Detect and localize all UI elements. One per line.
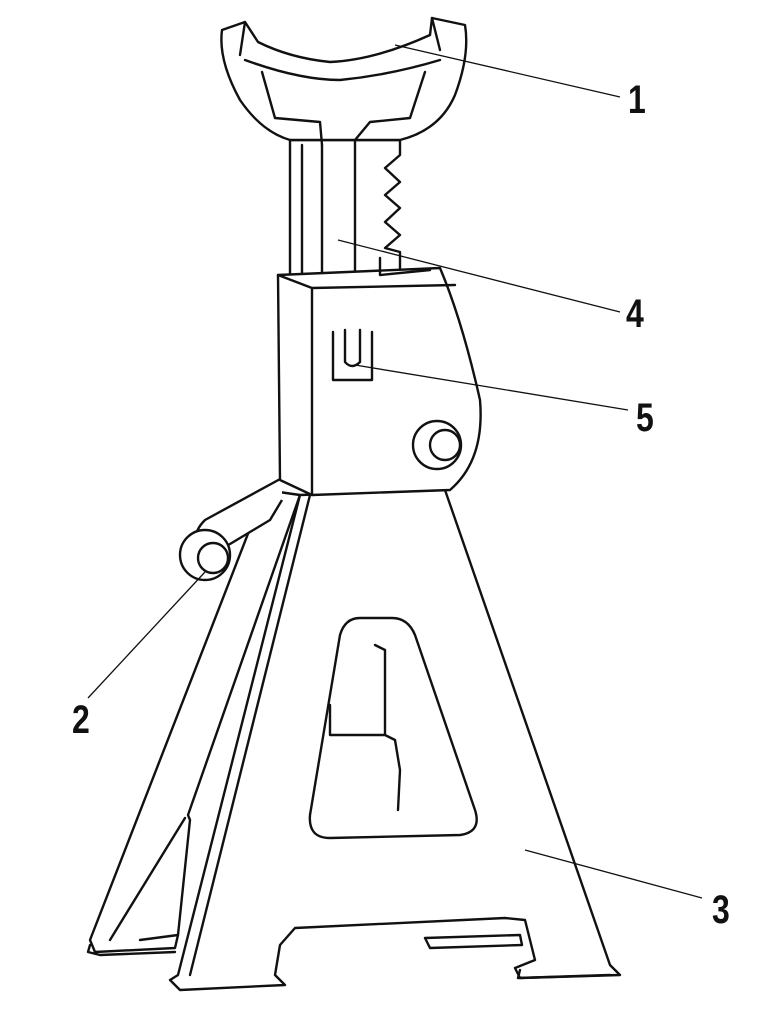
leader-line-1 [394,44,621,98]
leader-line-4 [337,239,621,313]
ratchet-column [288,138,402,287]
bolt [411,419,463,471]
callout-2: 2 [72,698,90,742]
leader-line-5 [354,364,629,411]
callout-1: 1 [628,78,646,122]
callout-4: 4 [626,292,644,336]
saddle [220,16,468,147]
leader-line-2 [87,571,206,699]
leader-line-3 [524,849,703,899]
leg-window [308,616,478,840]
pawl-handle [178,476,284,582]
callout-3: 3 [712,888,730,932]
callout-5: 5 [636,396,654,440]
base-frame [86,488,622,992]
